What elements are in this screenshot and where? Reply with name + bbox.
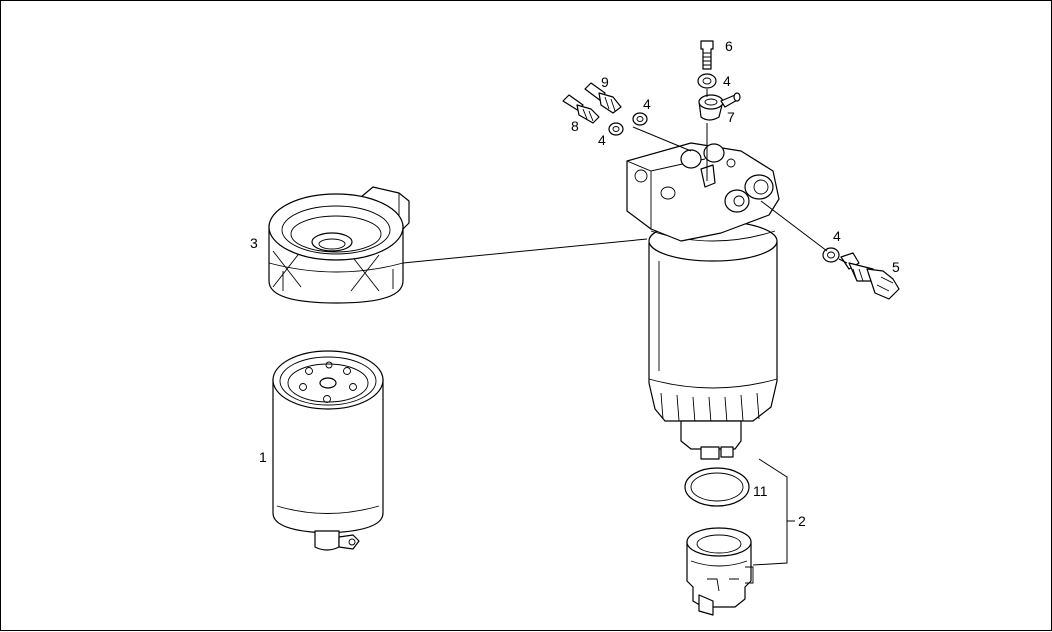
part-4-washer-top [697,73,717,89]
callout-4-left-lower: 4 [598,132,606,148]
part-5-sensor [840,252,900,300]
part-4-washer-left-lower [608,122,624,136]
part-1-filter-cartridge [272,350,384,551]
callout-1: 1 [259,449,267,465]
callout-11: 11 [753,483,768,499]
part-6-bolt [700,40,714,70]
part-4-washer-right [822,247,840,263]
main-filter-housing [626,142,780,460]
callout-2: 2 [798,513,806,529]
leader-lines [402,89,848,566]
callout-4-left-upper: 4 [643,96,651,112]
part-2-water-bowl [686,527,754,616]
part-11-o-ring [684,467,750,507]
callout-8: 8 [571,118,579,134]
callout-4-right: 4 [833,228,841,244]
callout-5: 5 [892,259,900,275]
callout-3: 3 [250,235,258,251]
part-7-banjo-fitting [698,92,741,121]
callout-7: 7 [727,109,735,125]
part-3-collar [268,186,410,304]
part-8-plug [562,94,600,124]
part-9-plug [584,82,622,114]
part-4-washer-left-upper [632,112,648,126]
callout-4-top: 4 [723,73,731,89]
callout-6: 6 [725,38,733,54]
callout-labels: 1 2 3 4 4 4 4 5 6 7 8 9 11 [250,38,900,529]
callout-9: 9 [601,74,609,90]
